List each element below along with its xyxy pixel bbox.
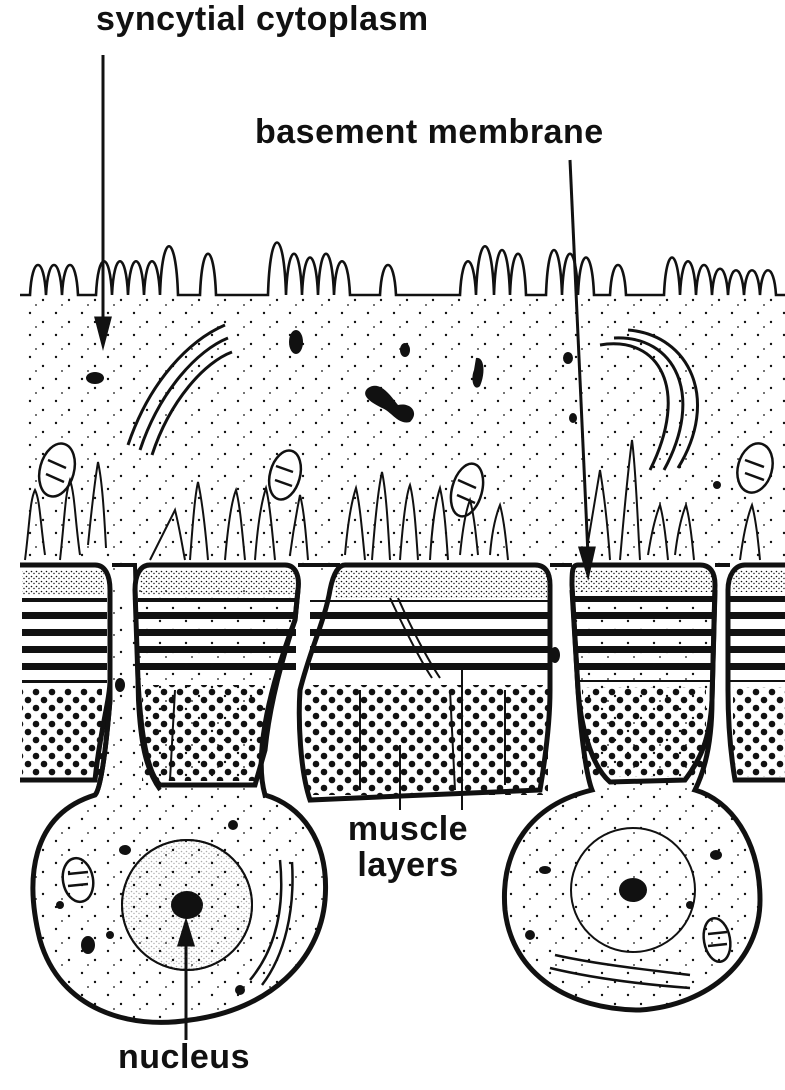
label-muscle-layers: muscle layers bbox=[338, 812, 478, 883]
label-nucleus: nucleus bbox=[118, 1040, 250, 1076]
label-basement-membrane: basement membrane bbox=[255, 115, 604, 151]
label-syncytial-cytoplasm: syncytial cytoplasm bbox=[96, 2, 429, 38]
label-muscle-line1: muscle bbox=[338, 812, 478, 848]
microvilli-surface bbox=[20, 243, 785, 296]
label-muscle-line2: layers bbox=[338, 848, 478, 884]
